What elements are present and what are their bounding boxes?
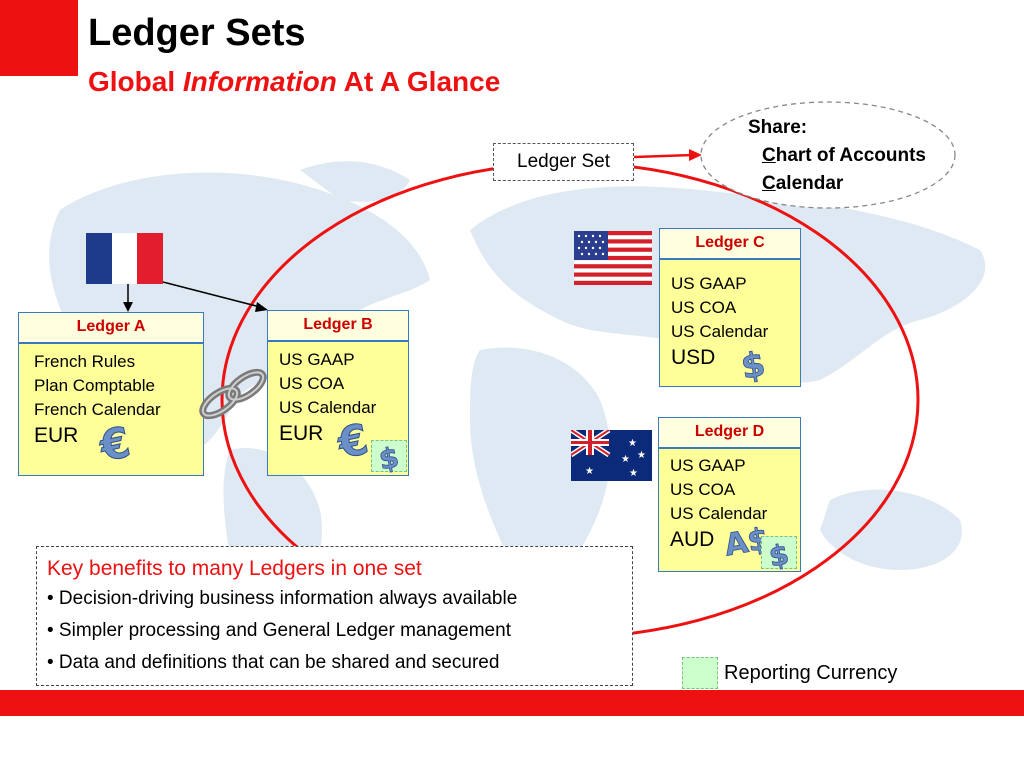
france-to-ledger-b-arrow: [162, 281, 261, 308]
svg-text:€: €: [98, 418, 134, 466]
ledger-a-line-3: French Calendar: [34, 400, 161, 419]
svg-text:€: €: [336, 415, 372, 463]
share-item-calendar: Calendar: [762, 173, 844, 194]
svg-text:$: $: [738, 344, 768, 384]
ledger-d-line-1: US GAAP: [670, 456, 746, 475]
svg-text:A$: A$: [724, 521, 768, 560]
benefit-item: • Data and definitions that can be share…: [47, 652, 500, 673]
ledger-d-line-3: US Calendar: [670, 504, 768, 523]
page-subtitle: Global Information At A Glance: [88, 66, 501, 97]
svg-text:★: ★: [621, 454, 630, 465]
ledger-d-header: Ledger D: [658, 417, 801, 448]
footer-accent-bar: [0, 690, 1024, 716]
ledger-a-body: French Rules Plan Comptable French Calen…: [18, 343, 204, 476]
ledger-c-currency: USD: [671, 346, 716, 369]
ledger-set-to-share-arrow: [633, 153, 693, 159]
dollar-icon: $: [376, 440, 402, 474]
ledger-d-line-2: US COA: [670, 480, 736, 499]
svg-text:★: ★: [585, 466, 594, 477]
key-benefits-title: Key benefits to many Ledgers in one set: [47, 557, 422, 580]
ledger-a-currency: EUR: [34, 424, 79, 447]
ledger-b-currency: EUR: [279, 422, 324, 445]
key-benefits-box: Key benefits to many Ledgers in one set …: [36, 546, 633, 686]
ledger-b-line-2: US COA: [279, 374, 345, 393]
ledger-d-currency: AUD: [670, 528, 715, 551]
ledger-a-line-2: Plan Comptable: [34, 376, 155, 395]
arrowhead: [255, 302, 268, 312]
ledger-a-line-1: French Rules: [34, 352, 136, 371]
usa-flag: [574, 231, 652, 285]
share-list: Share: Chart of Accounts Calendar: [748, 114, 958, 198]
page-title: Ledger Sets: [88, 12, 306, 54]
chain-link-icon: [199, 368, 267, 420]
svg-text:★: ★: [629, 468, 638, 479]
share-heading: Share:: [748, 117, 808, 138]
svg-text:★: ★: [628, 438, 637, 449]
arrowhead: [689, 149, 702, 161]
dollar-icon: $: [766, 537, 792, 571]
reporting-currency-swatch: [682, 657, 718, 689]
ledger-c-line-2: US COA: [671, 298, 737, 317]
share-ellipse: [700, 101, 956, 209]
benefit-item: • Decision-driving business information …: [47, 588, 518, 609]
australian-dollar-icon: A$: [724, 521, 768, 560]
ledger-b-line-3: US Calendar: [279, 398, 377, 417]
share-item-chart-of-accounts: Chart of Accounts: [762, 145, 926, 166]
header-accent-block: [0, 0, 78, 76]
euro-icon: €: [336, 415, 373, 463]
ledger-c-line-1: US GAAP: [671, 274, 747, 293]
ledger-c-body: US GAAP US COA US Calendar USD: [659, 259, 801, 387]
euro-icon: €: [98, 418, 135, 466]
svg-text:$: $: [377, 441, 402, 474]
ledger-set-label-box: Ledger Set: [493, 143, 634, 181]
benefit-item: • Simpler processing and General Ledger …: [47, 620, 511, 641]
dollar-icon: $: [738, 344, 769, 384]
ledger-b-line-1: US GAAP: [279, 350, 355, 369]
reporting-currency-label: Reporting Currency: [724, 662, 898, 684]
svg-text:★: ★: [637, 450, 646, 461]
reporting-currency-marker: [761, 536, 797, 569]
ledger-b-header: Ledger B: [267, 310, 409, 341]
ledger-a-header: Ledger A: [18, 312, 204, 343]
reporting-currency-marker: [371, 440, 407, 472]
arrowhead: [123, 302, 133, 312]
ledger-c-header: Ledger C: [659, 228, 801, 259]
france-flag: [86, 233, 163, 284]
svg-text:$: $: [767, 538, 792, 571]
ledger-c-line-3: US Calendar: [671, 322, 769, 341]
australia-flag: ★ ★ ★ ★ ★: [571, 430, 652, 481]
